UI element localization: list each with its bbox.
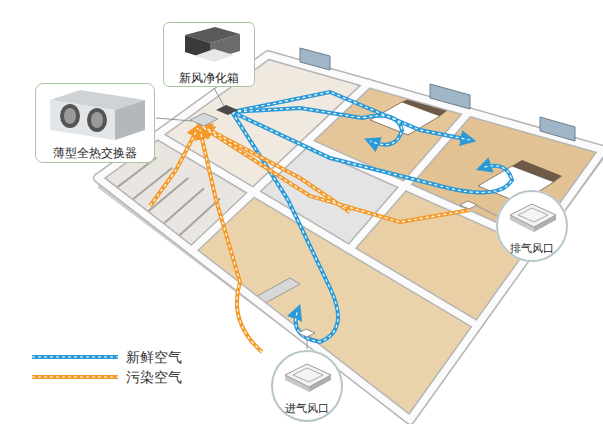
legend-sample <box>32 357 118 377</box>
callout-box: 新风净化箱 <box>163 22 255 87</box>
fresh-air-flow <box>232 92 512 342</box>
callout-ground <box>271 350 343 422</box>
callout-circle: 排气风口 <box>496 190 568 262</box>
callout-label: 进气风口 <box>273 401 341 415</box>
exchanger-picture <box>50 90 145 140</box>
purifier-picture <box>185 27 240 62</box>
callout-ground <box>496 190 568 262</box>
stale-air-flow <box>150 126 470 352</box>
device-icon <box>190 105 477 337</box>
callout-ground <box>35 83 155 163</box>
walls <box>98 55 603 420</box>
callout-label: 排气风口 <box>498 241 566 255</box>
callout-ground <box>163 22 255 87</box>
callout-circle: 进气风口 <box>271 350 343 422</box>
window <box>300 48 575 141</box>
callout-label: 新风净化箱 <box>164 71 254 85</box>
vent-picture <box>285 204 556 392</box>
callout-label: 薄型全热交换器 <box>36 146 154 160</box>
legend-text: 新鲜空气 <box>126 348 182 366</box>
callout-box: 薄型全热交换器 <box>35 83 155 163</box>
leader-line <box>156 88 497 349</box>
legend-text: 污染空气 <box>126 368 182 386</box>
